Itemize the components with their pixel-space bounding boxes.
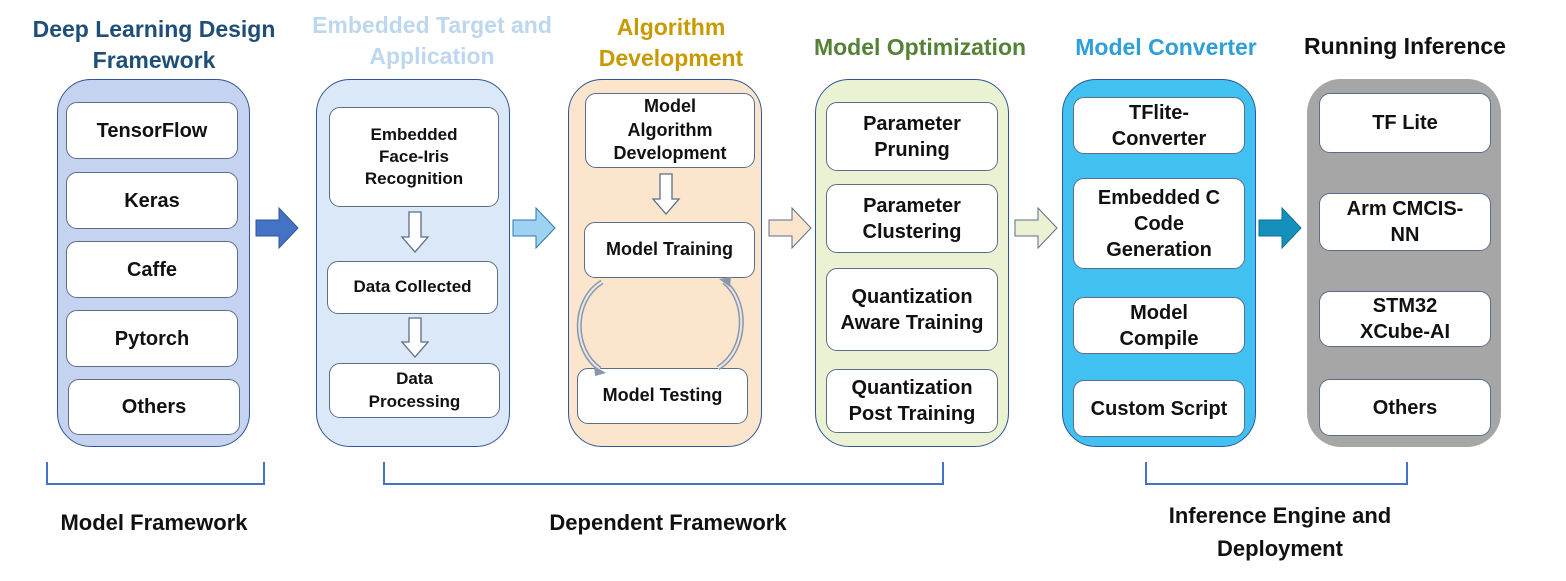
- tflite-converter-box: TFlite-Converter: [1073, 97, 1245, 154]
- group-label-inference-engine: Inference Engine and Deployment: [1168, 503, 1392, 561]
- quantization-aware-training-box: Quantization Aware Training: [826, 268, 998, 351]
- parameter-pruning-box: Parameter Pruning: [826, 102, 998, 171]
- model-testing-box: Model Testing: [577, 368, 748, 424]
- stm32-xcube-ai-box: STM32 XCube-AI: [1319, 291, 1491, 347]
- algorithm-development-title: Algorithm Development: [598, 14, 744, 71]
- custom-script-box: Custom Script: [1073, 380, 1245, 437]
- model-algorithm-development-box: Model Algorithm Development: [585, 93, 755, 168]
- framework-item-others: Others: [68, 379, 240, 435]
- data-collected-box: Data Collected: [327, 261, 498, 314]
- tf-lite-box: TF Lite: [1319, 93, 1491, 153]
- framework-item-pytorch: Pytorch: [66, 310, 238, 367]
- inference-others-box: Others: [1319, 379, 1491, 436]
- arrow-converter-to-inference: [1258, 206, 1302, 250]
- model-optimization-title: Model Optimization: [813, 34, 1027, 60]
- framework-item-tensorflow: TensorFlow: [66, 102, 238, 159]
- embedded-face-iris-box: Embedded Face-Iris Recognition: [329, 107, 499, 207]
- running-inference-title: Running Inference: [1304, 33, 1506, 59]
- down-arrow-collected-to-processing: [400, 317, 430, 358]
- bracket-inference-engine: [1145, 462, 1408, 485]
- down-arrow-face-to-collected: [400, 211, 430, 253]
- group-label-model-framework: Model Framework: [60, 510, 248, 535]
- arrow-algorithm-to-optimization: [768, 206, 812, 250]
- data-processing-box: Data Processing: [329, 363, 500, 418]
- framework-item-caffe: Caffe: [66, 241, 238, 298]
- framework-title: Deep Learning Design Framework: [32, 16, 276, 73]
- arm-cmcis-nn-box: Arm CMCIS-NN: [1319, 193, 1491, 251]
- bracket-model-framework: [46, 462, 265, 485]
- model-compile-box: Model Compile: [1073, 297, 1245, 354]
- arrow-embedded-to-algorithm: [512, 206, 556, 250]
- quantization-post-training-box: Quantization Post Training: [826, 369, 998, 433]
- embedded-c-code-generation-box: Embedded C Code Generation: [1073, 178, 1245, 269]
- down-arrow-algorithm-to-training: [651, 173, 681, 215]
- cycle-arrow-testing-to-training: [716, 280, 744, 371]
- embedded-target-title: Embedded Target and Application: [312, 12, 552, 69]
- model-training-box: Model Training: [584, 222, 755, 278]
- model-converter-title: Model Converter: [1075, 34, 1257, 60]
- arrow-optimization-to-converter: [1014, 206, 1058, 250]
- arrow-framework-to-embedded: [255, 206, 299, 250]
- group-label-dependent-framework: Dependent Framework: [549, 510, 787, 535]
- cycle-arrow-training-to-testing: [576, 279, 604, 372]
- parameter-clustering-box: Parameter Clustering: [826, 184, 998, 253]
- bracket-dependent-framework: [383, 462, 944, 485]
- framework-item-keras: Keras: [66, 172, 238, 229]
